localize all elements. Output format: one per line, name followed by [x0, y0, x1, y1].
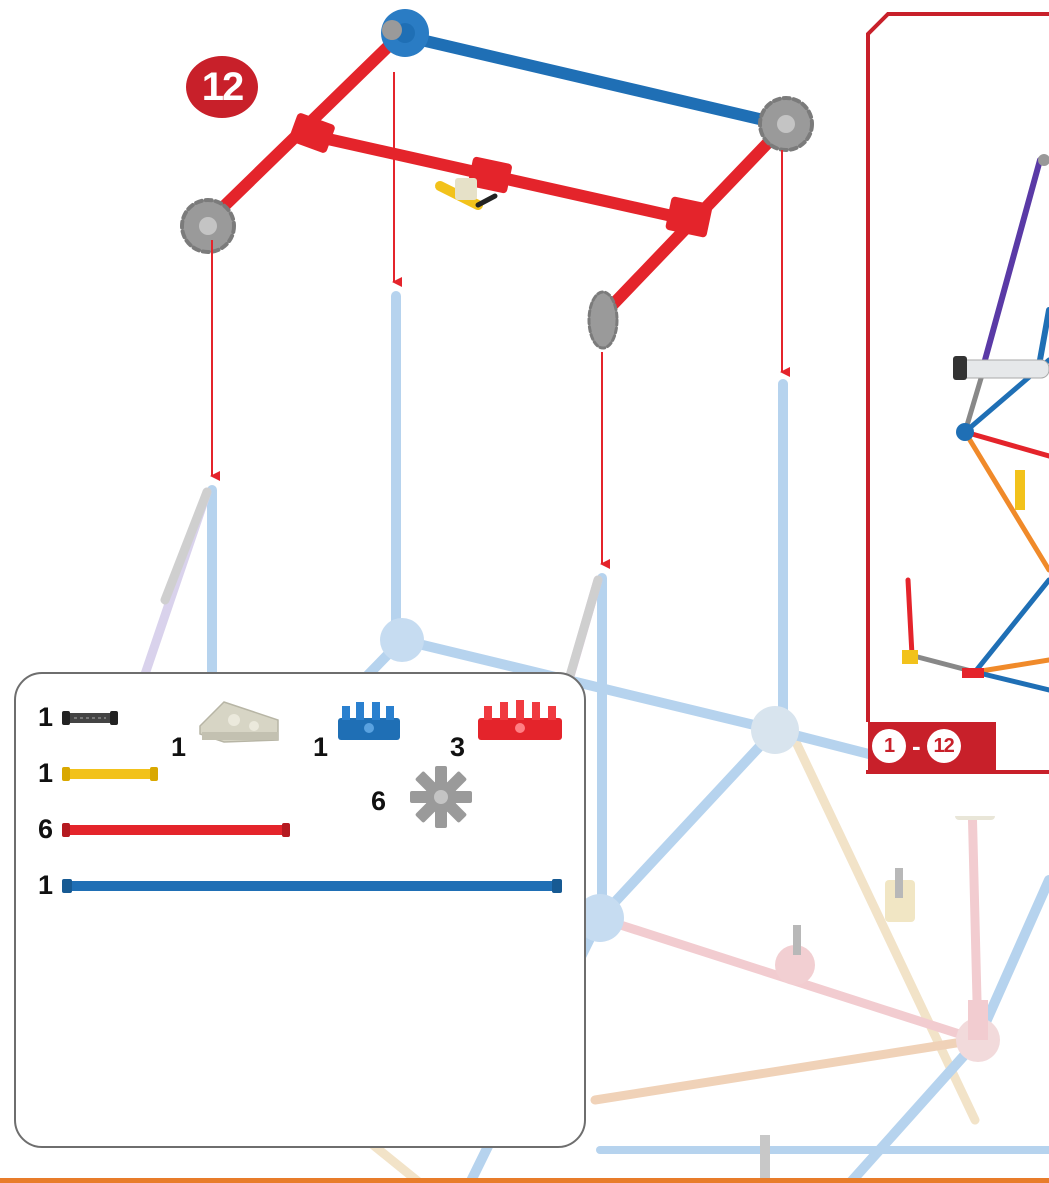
new-frame	[182, 9, 812, 348]
range-dash: -	[912, 731, 921, 762]
part-quantity: 6	[371, 786, 386, 817]
blue-rod-icon	[60, 878, 564, 894]
range-start-badge: 1	[872, 729, 906, 763]
red-connector-icon	[474, 698, 566, 746]
beige-connector-icon	[194, 696, 284, 748]
part-quantity: 1	[38, 758, 53, 789]
part-quantity: 1	[313, 732, 328, 763]
part-quantity: 6	[38, 814, 53, 845]
part-quantity: 1	[38, 870, 53, 901]
part-quantity: 1	[38, 702, 53, 733]
blue-connector-icon	[334, 698, 404, 746]
inset-steps-range: 1 - 12	[872, 729, 961, 763]
overview-inset	[866, 14, 1049, 816]
gray-connector-icon	[396, 764, 486, 830]
yellow-rod-icon	[60, 766, 160, 782]
placement-arrows	[212, 72, 782, 564]
red-rod-icon	[60, 822, 292, 838]
step-number-badge: 12	[186, 56, 258, 118]
black-connector-rod-icon	[60, 710, 120, 726]
parts-list-box: 1 1 1 3 1 6	[14, 672, 586, 1148]
range-end-badge: 12	[927, 729, 961, 763]
part-quantity: 3	[450, 732, 465, 763]
bottom-accent-bar	[0, 1178, 1049, 1183]
part-quantity: 1	[171, 732, 186, 763]
step-number: 12	[202, 65, 243, 110]
